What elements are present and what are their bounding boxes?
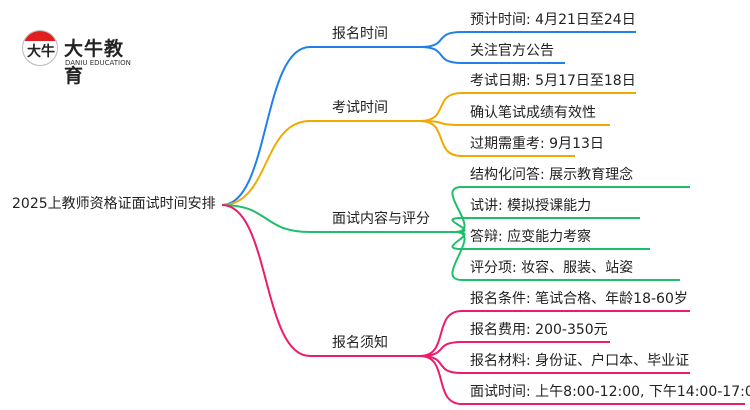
logo-icon: 大牛 (22, 30, 58, 66)
branch-line (221, 120, 420, 206)
branch-line (221, 204, 420, 357)
branch-line (451, 231, 680, 281)
leaf-node[interactable]: 确认笔试成绩有效性 (470, 105, 596, 121)
branch-line (419, 341, 610, 357)
leaf-node[interactable]: 试讲: 模拟授课能力 (470, 198, 592, 214)
leaf-node[interactable]: 答辩: 应变能力考察 (470, 229, 592, 245)
branch-node[interactable]: 报名须知 (332, 335, 388, 351)
branch-node[interactable]: 面试内容与评分 (332, 211, 430, 227)
branch-line (419, 310, 690, 357)
logo-subtitle: DANIU EDUCATION (65, 59, 131, 67)
logo-name: 大牛教育 (64, 38, 125, 87)
leaf-node[interactable]: 报名材料: 身份证、户口本、毕业证 (470, 353, 690, 369)
branch-line (419, 120, 610, 126)
leaf-node[interactable]: 报名费用: 200-350元 (470, 322, 608, 338)
leaf-node[interactable]: 预计时间: 4月21日至24日 (470, 12, 636, 28)
branch-line (451, 217, 640, 233)
leaf-node[interactable]: 结构化问答: 展示教育理念 (470, 167, 634, 183)
leaf-node[interactable]: 评分项: 妆容、服装、站姿 (470, 260, 634, 276)
branch-line (451, 186, 690, 233)
leaf-node[interactable]: 考试日期: 5月17日至18日 (470, 73, 636, 89)
branch-line (419, 92, 636, 122)
leaf-node[interactable]: 面试时间: 上午8:00-12:00, 下午14:00-17:00 (470, 384, 750, 400)
branch-node[interactable]: 考试时间 (332, 100, 388, 116)
leaf-node[interactable]: 关注官方公告 (470, 43, 554, 59)
branch-line (419, 31, 636, 48)
leaf-node[interactable]: 过期需重考: 9月13日 (470, 136, 604, 152)
leaf-node[interactable]: 报名条件: 笔试合格、年龄18-60岁 (470, 291, 688, 307)
branch-line (419, 355, 745, 405)
logo: 大牛 大牛教育 DANIU EDUCATION (22, 28, 142, 87)
root-node[interactable]: 2025上教师资格证面试时间安排 (12, 196, 216, 212)
branch-line (419, 120, 575, 157)
branch-line (419, 46, 565, 64)
branch-line (221, 204, 455, 233)
branch-line (221, 46, 420, 206)
branch-node[interactable]: 报名时间 (332, 26, 388, 42)
